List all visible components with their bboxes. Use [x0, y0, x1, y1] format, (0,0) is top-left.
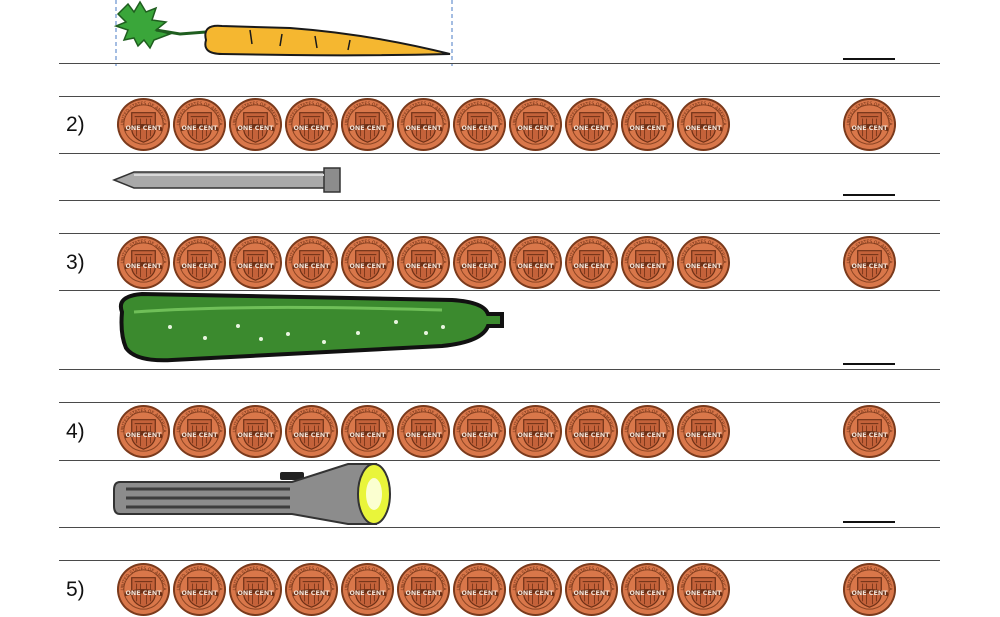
cucumber-image	[119, 291, 504, 363]
penny-icon	[172, 235, 227, 290]
penny-icon	[564, 97, 619, 152]
penny-icon	[620, 562, 675, 617]
penny-icon	[676, 404, 731, 459]
rule-line	[59, 233, 940, 234]
coin-row	[116, 235, 731, 290]
penny-icon	[116, 562, 171, 617]
penny-icon	[508, 97, 563, 152]
coin-row	[116, 97, 731, 152]
answer-blank[interactable]	[843, 521, 895, 523]
penny-icon	[228, 97, 283, 152]
penny-icon	[228, 562, 283, 617]
answer-blank[interactable]	[843, 194, 895, 196]
penny-icon	[284, 404, 339, 459]
penny-icon	[340, 235, 395, 290]
penny-icon	[340, 97, 395, 152]
penny-icon	[452, 562, 507, 617]
penny-icon	[116, 97, 171, 152]
rule-line	[59, 153, 940, 154]
penny-icon	[116, 235, 171, 290]
penny-icon	[452, 235, 507, 290]
flashlight-image	[113, 463, 391, 525]
problem-number: 5)	[66, 578, 85, 601]
rule-line	[59, 402, 940, 403]
penny-icon	[172, 404, 227, 459]
penny-icon	[396, 562, 451, 617]
penny-icon	[620, 97, 675, 152]
problem-number: 3)	[66, 251, 85, 274]
penny-icon	[340, 404, 395, 459]
reference-penny-icon	[842, 404, 897, 459]
penny-icon	[508, 404, 563, 459]
penny-icon	[620, 404, 675, 459]
penny-icon	[340, 562, 395, 617]
carrot-image	[113, 0, 453, 66]
penny-icon	[172, 97, 227, 152]
penny-icon	[564, 235, 619, 290]
penny-icon	[676, 562, 731, 617]
penny-icon	[508, 235, 563, 290]
rule-line	[59, 96, 940, 97]
rule-line	[59, 460, 940, 461]
penny-icon	[228, 404, 283, 459]
penny-icon	[284, 562, 339, 617]
coin-row	[116, 404, 731, 459]
problem-number: 4)	[66, 420, 85, 443]
rule-line	[59, 63, 940, 64]
penny-icon	[396, 97, 451, 152]
penny-icon	[396, 404, 451, 459]
penny-icon	[452, 404, 507, 459]
rule-line	[59, 290, 940, 291]
nail-image	[112, 167, 341, 193]
rule-line	[59, 200, 940, 201]
penny-icon	[452, 97, 507, 152]
rule-line	[59, 527, 940, 528]
rule-line	[59, 369, 940, 370]
answer-blank[interactable]	[843, 58, 895, 60]
reference-penny-icon	[842, 97, 897, 152]
penny-icon	[172, 562, 227, 617]
penny-icon	[396, 235, 451, 290]
coin-row	[116, 562, 731, 617]
problem-number: 2)	[66, 113, 85, 136]
reference-penny-icon	[842, 562, 897, 617]
answer-blank[interactable]	[843, 363, 895, 365]
reference-penny-icon	[842, 235, 897, 290]
rule-line	[59, 560, 940, 561]
penny-icon	[676, 97, 731, 152]
penny-icon	[508, 562, 563, 617]
penny-icon	[564, 562, 619, 617]
penny-icon	[676, 235, 731, 290]
penny-icon	[116, 404, 171, 459]
penny-icon	[620, 235, 675, 290]
penny-icon	[228, 235, 283, 290]
penny-icon	[564, 404, 619, 459]
penny-icon	[284, 97, 339, 152]
penny-icon	[284, 235, 339, 290]
